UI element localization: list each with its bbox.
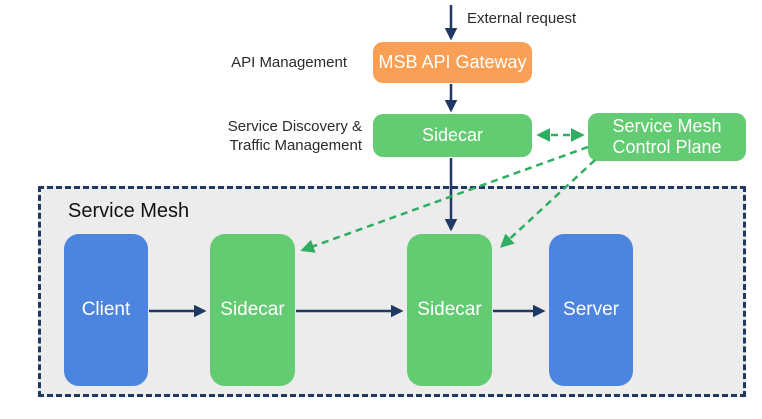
node-sidecar-server-side: Sidecar [407,234,492,386]
node-msb-api-gateway: MSB API Gateway [373,42,532,83]
service-discovery-label: Service Discovery & Traffic Management [165,117,362,155]
node-sidecar-client-side: Sidecar [210,234,295,386]
node-server-label: Server [563,298,619,320]
node-sidecar-top-label: Sidecar [421,124,484,145]
api-management-label: API Management [231,54,347,71]
service-mesh-title: Service Mesh [68,200,190,222]
node-client-label: Client [81,298,131,320]
service-discovery-label-line2: Traffic Management [229,137,362,154]
node-sidecar-server-side-label: Sidecar [417,298,482,320]
node-sidecar-top: Sidecar [373,114,532,157]
control-plane-label-line1: Service Mesh [612,115,722,136]
node-client: Client [64,234,148,386]
service-discovery-label-line1: Service Discovery & [227,118,362,135]
node-msb-api-gateway-label: MSB API Gateway [378,51,527,72]
external-request-label: External request [467,10,577,27]
node-server: Server [549,234,633,386]
node-sidecar-client-side-label: Sidecar [220,298,285,320]
control-plane-label-line2: Control Plane [612,137,722,157]
node-service-mesh-control-plane: Service Mesh Control Plane [588,113,746,161]
